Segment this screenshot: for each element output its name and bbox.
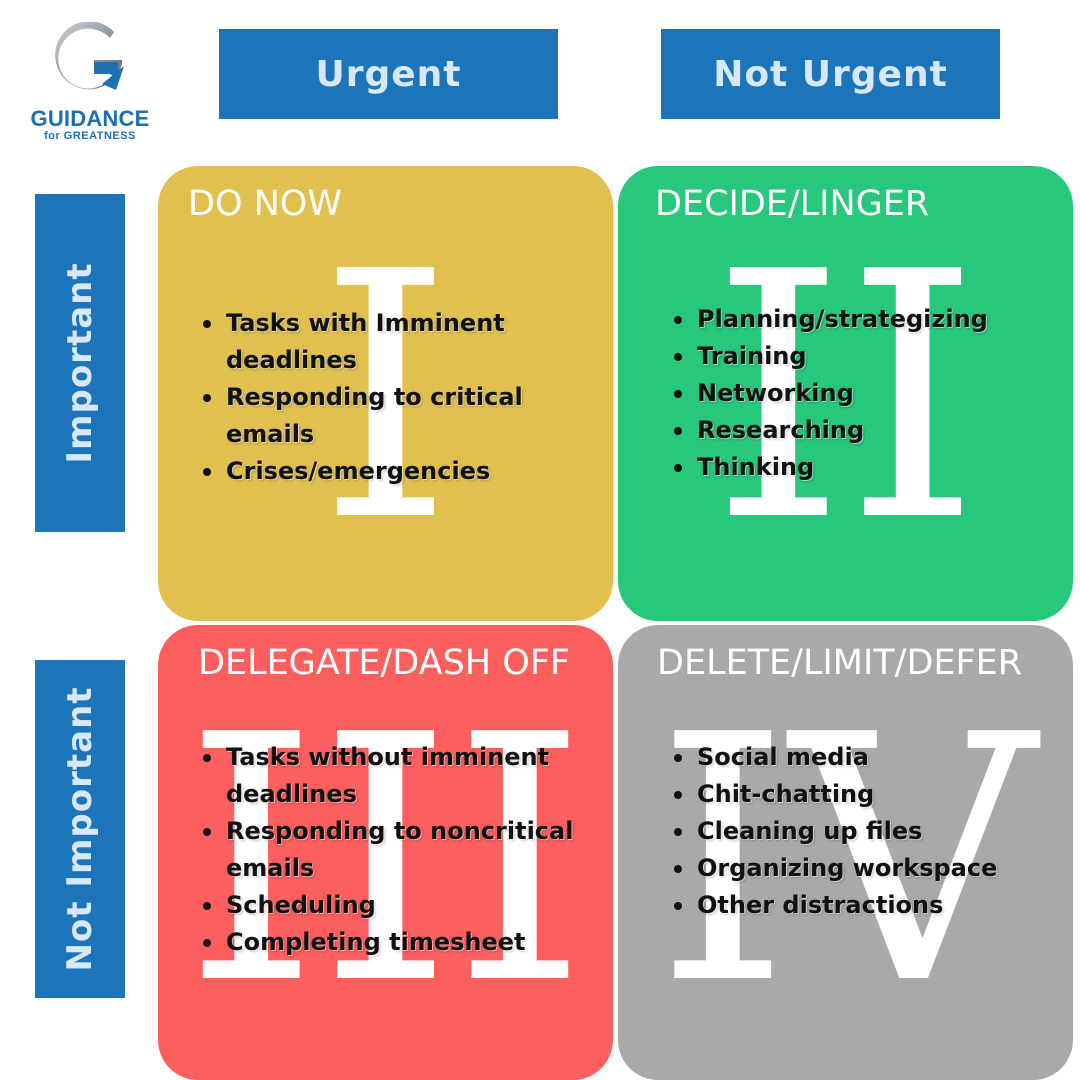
list-item: Thinking — [671, 449, 1061, 486]
quadrant-do-now: I DO NOW Tasks with Imminent deadlines R… — [158, 166, 613, 621]
row-header-important: Important — [35, 194, 125, 532]
list-item: Tasks with Imminent deadlines — [200, 305, 600, 379]
quadrant-numeral: IV — [655, 663, 1036, 1059]
quadrant-title: DELETE/LIMIT/DEFER — [657, 643, 1023, 683]
list-item: Social media — [671, 739, 1061, 776]
quadrant-title: DO NOW — [188, 184, 342, 224]
quadrant-decide-linger: II DECIDE/LINGER Planning/strategizing T… — [618, 166, 1073, 621]
quadrant-task-list: Planning/strategizing Training Networkin… — [671, 301, 1061, 486]
quadrant-title: DECIDE/LINGER — [655, 184, 930, 224]
list-item: Training — [671, 338, 1061, 375]
list-item: Tasks without imminent deadlines — [200, 739, 600, 813]
quadrant-title: DELEGATE/DASH OFF — [198, 643, 571, 683]
list-item: Researching — [671, 412, 1061, 449]
list-item: Responding to critical emails — [200, 379, 600, 453]
quadrant-task-list: Tasks with Imminent deadlines Responding… — [200, 305, 600, 490]
column-header-not-urgent: Not Urgent — [661, 29, 1000, 119]
quadrant-task-list: Social media Chit-chatting Cleaning up f… — [671, 739, 1061, 924]
list-item: Organizing workspace — [671, 850, 1061, 887]
row-header-not-important-label: Not Important — [60, 686, 100, 972]
list-item: Responding to noncritical emails — [200, 813, 600, 887]
quadrant-task-list: Tasks without imminent deadlines Respond… — [200, 739, 600, 961]
logo-tagline: for GREATNESS — [44, 130, 136, 142]
quadrant-delegate-dash-off: III DELEGATE/DASH OFF Tasks without immi… — [158, 625, 613, 1080]
row-header-important-label: Important — [60, 262, 100, 464]
quadrant-delete-limit-defer: IV DELETE/LIMIT/DEFER Social media Chit-… — [618, 625, 1073, 1080]
quadrant-numeral: II — [711, 200, 980, 596]
list-item: Crises/emergencies — [200, 453, 600, 490]
logo-g-icon — [55, 22, 124, 90]
quadrant-numeral: I — [318, 200, 453, 596]
logo-brand: GUIDANCE — [30, 106, 150, 131]
list-item: Chit-chatting — [671, 776, 1061, 813]
list-item: Completing timesheet — [200, 924, 600, 961]
list-item: Scheduling — [200, 887, 600, 924]
quadrant-numeral: III — [184, 663, 587, 1059]
column-header-urgent: Urgent — [219, 29, 558, 119]
row-header-not-important: Not Important — [35, 660, 125, 998]
list-item: Cleaning up files — [671, 813, 1061, 850]
logo: GUIDANCE for GREATNESS — [18, 22, 162, 148]
list-item: Other distractions — [671, 887, 1061, 924]
list-item: Planning/strategizing — [671, 301, 1061, 338]
list-item: Networking — [671, 375, 1061, 412]
